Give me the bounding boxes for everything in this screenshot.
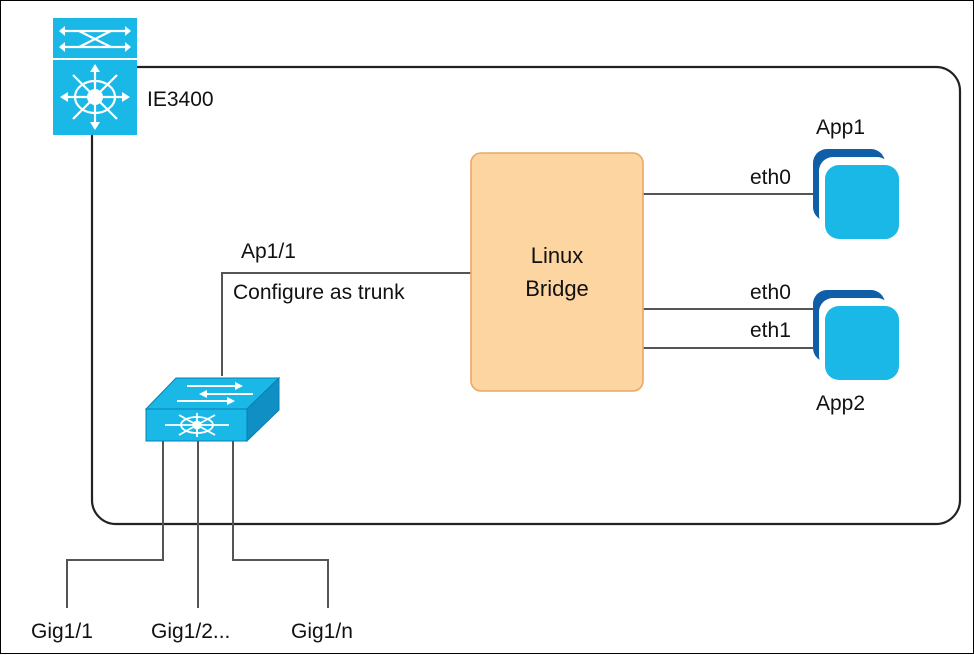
app1-label: App1 (816, 116, 866, 139)
trunk-link (221, 272, 471, 376)
ie3400-router-icon (53, 18, 137, 135)
linux-bridge-label: Linux Bridge (471, 239, 643, 305)
gign-link (232, 439, 329, 608)
bridge-label-line2: Bridge (525, 276, 589, 301)
linux-bridge-box (470, 152, 644, 392)
app2-stack-icon (813, 290, 899, 380)
ie3400-label: IE3400 (147, 88, 214, 111)
gig2-label: Gig1/2... (151, 620, 231, 643)
gig1-link (66, 439, 164, 608)
app2-label: App2 (816, 392, 866, 415)
app2-eth0-label: eth0 (750, 281, 791, 304)
app1-eth0-label: eth0 (750, 166, 791, 189)
app2-eth1-label: eth1 (750, 319, 791, 342)
connections (66, 193, 813, 608)
bridge-label-line1: Linux (530, 243, 584, 268)
app1-stack-icon (813, 149, 899, 239)
gig1-label: Gig1/1 (31, 620, 93, 643)
layer3-switch-icon (144, 376, 281, 443)
ie3400-enclosure (90, 65, 962, 526)
trunk-note-label: Configure as trunk (233, 281, 405, 304)
gign-label: Gig1/n (291, 620, 353, 643)
ap-port-label: Ap1/1 (241, 240, 296, 263)
